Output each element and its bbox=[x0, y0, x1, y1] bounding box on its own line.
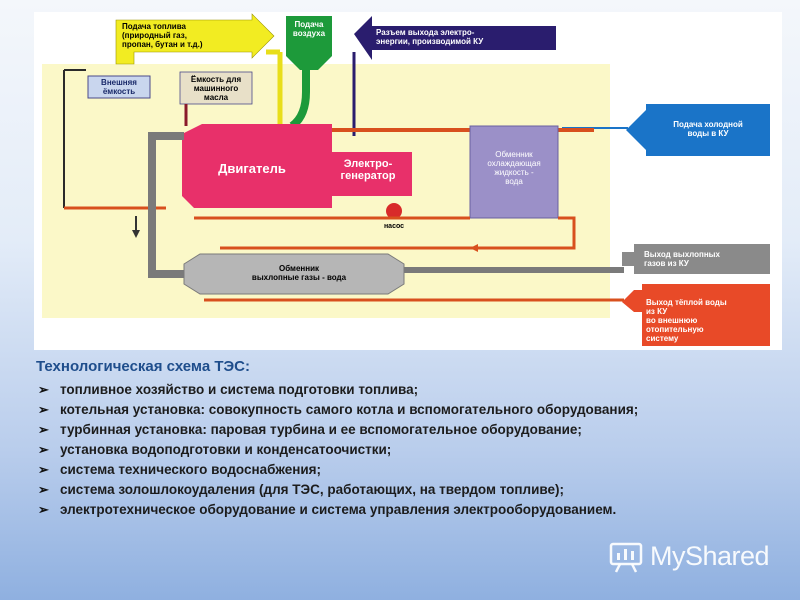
list-item: ➢ система золошлокоудаления (для ТЭС, раб… bbox=[36, 481, 776, 499]
cold-water-arrow bbox=[626, 104, 770, 156]
cold-water-label: Подача холодной воды в КУ bbox=[673, 120, 743, 138]
cogeneration-diagram: Подача топлива (природный газ, пропан, б… bbox=[34, 12, 782, 350]
diagram-graphics bbox=[42, 13, 770, 346]
fuel-supply-label: Подача топлива (природный газ, пропан, б… bbox=[122, 22, 203, 49]
coolant-exchanger-box bbox=[469, 125, 559, 219]
list-item-text: котельная установка: совокупность самого… bbox=[60, 402, 639, 417]
presentation-board-icon bbox=[609, 542, 643, 573]
arrow-bullet-icon: ➢ bbox=[38, 502, 49, 517]
arrow-bullet-icon: ➢ bbox=[38, 422, 49, 437]
air-supply-label: Подача воздуха bbox=[292, 20, 326, 38]
air-supply-arrow bbox=[286, 16, 332, 70]
exhaust-out-arrow bbox=[622, 244, 770, 274]
exhaust-out-label: Выход выхлопных газов из КУ bbox=[644, 250, 720, 268]
list-item: ➢ турбинная установка: паровая турбина и … bbox=[36, 421, 776, 439]
list-item: ➢ котельная установка: совокупность самог… bbox=[36, 401, 776, 419]
bullet-list: ➢ топливное хозяйство и система подготовк… bbox=[36, 381, 776, 519]
oil-tank-box bbox=[179, 71, 253, 105]
engine-label: Двигатель bbox=[218, 161, 286, 176]
watermark-text: MyShared bbox=[650, 540, 770, 571]
external-tank-label: Внешняя ёмкость bbox=[101, 78, 137, 96]
caption-title: Технологическая схема ТЭС: bbox=[36, 358, 251, 375]
list-item: ➢ топливное хозяйство и система подготовк… bbox=[36, 381, 776, 399]
arrow-bullet-icon: ➢ bbox=[38, 482, 49, 497]
arrow-bullet-icon: ➢ bbox=[38, 462, 49, 477]
list-item: ➢ электротехническое оборудование и систе… bbox=[36, 501, 776, 519]
list-item-text: электротехническое оборудование и систем… bbox=[60, 502, 617, 517]
arrow-bullet-icon: ➢ bbox=[38, 402, 49, 417]
pump-circle bbox=[386, 203, 402, 219]
list-item-text: система технического водоснабжения; bbox=[60, 462, 322, 477]
caption-block: Технологическая схема ТЭС: ➢ топливное хо… bbox=[36, 358, 776, 521]
list-item: ➢ система технического водоснабжения; bbox=[36, 461, 776, 479]
pump-label: насос bbox=[383, 223, 405, 230]
list-item-text: турбинная установка: паровая турбина и е… bbox=[60, 422, 582, 437]
list-item-text: установка водоподготовки и конденсатоочи… bbox=[60, 442, 392, 457]
fuel-supply-arrow bbox=[115, 13, 275, 65]
generator-block bbox=[324, 152, 412, 196]
list-item: ➢ установка водоподготовки и конденсатооч… bbox=[36, 441, 776, 459]
oil-tank-label: Ёмкость для машинного масла bbox=[190, 75, 242, 102]
exhaust-pipe bbox=[148, 132, 184, 278]
warm-water-arrow bbox=[622, 284, 770, 346]
engine-block bbox=[182, 124, 332, 208]
external-tank-box bbox=[87, 75, 151, 99]
generator-label: Электро- генератор bbox=[340, 158, 396, 182]
arrow-bullet-icon: ➢ bbox=[38, 442, 49, 457]
list-item-text: топливное хозяйство и система подготовки… bbox=[60, 382, 419, 397]
exhaust-exchanger-box bbox=[183, 253, 405, 295]
list-item-text: система золошлокоудаления (для ТЭС, рабо… bbox=[60, 482, 565, 497]
power-output-arrow bbox=[354, 16, 556, 60]
myshared-watermark: MyShared bbox=[608, 534, 788, 578]
coolant-exchanger-label: Обменник охлаждающая жидкость - вода bbox=[487, 150, 541, 186]
arrow-bullet-icon: ➢ bbox=[38, 382, 49, 397]
warm-water-label: Выход тёплой воды из КУ во внешнюю отопи… bbox=[646, 298, 727, 343]
power-output-label: Разъем выхода электро- энергии, производ… bbox=[376, 28, 484, 46]
exhaust-exchanger-label: Обменник выхлопные газы - вода bbox=[251, 264, 347, 282]
